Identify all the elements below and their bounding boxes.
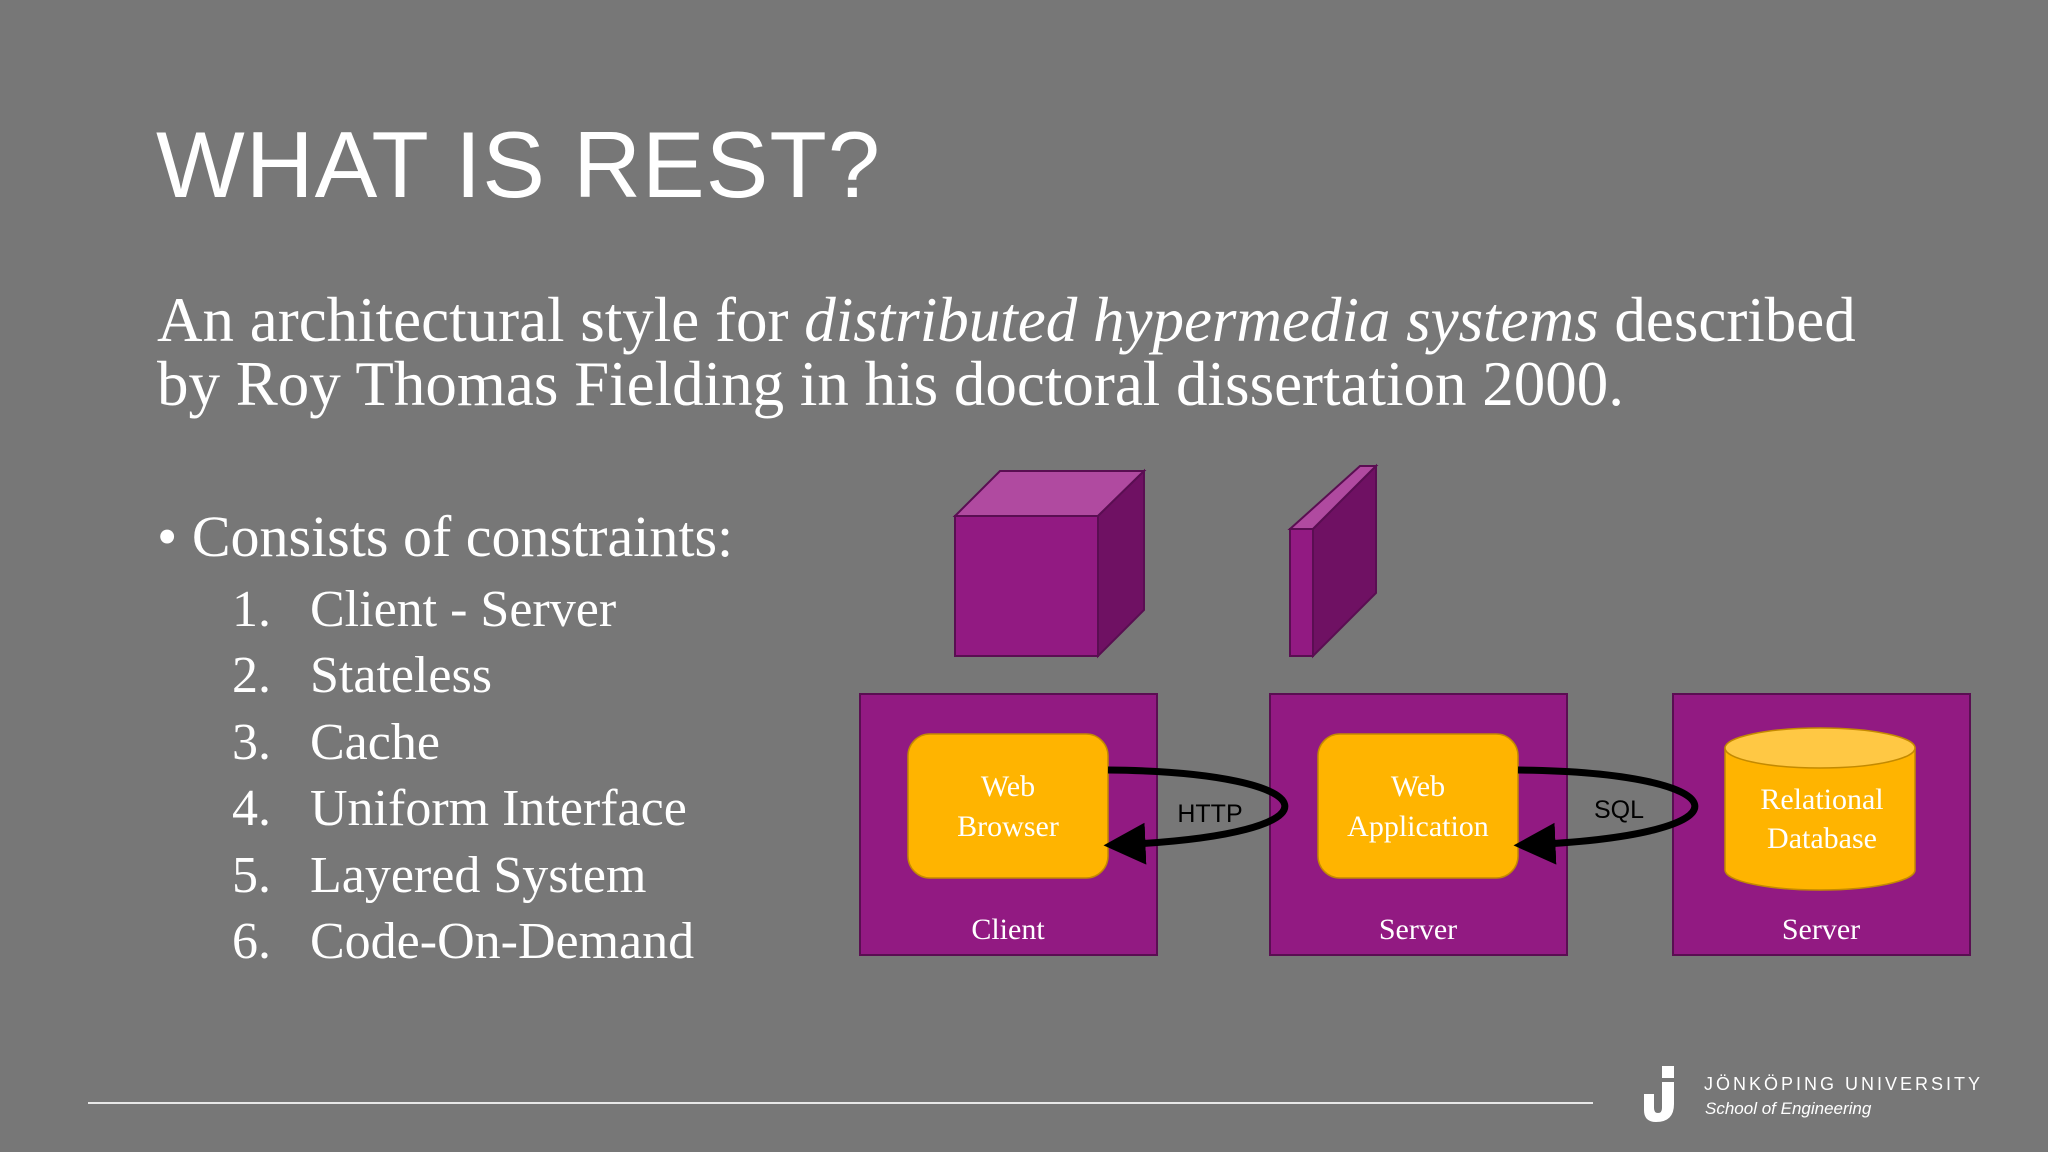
university-logo-icon <box>1644 1066 1674 1122</box>
web-application-label-line1: Web <box>1391 770 1445 803</box>
slide-title: WHAT IS REST? <box>156 112 882 217</box>
school-name: School of Engineering <box>1705 1099 1872 1118</box>
intro-emphasis: distributed hypermedia systems <box>804 285 1599 355</box>
sql-query-arrow <box>1513 766 1699 865</box>
slab-side <box>1312 463 1377 659</box>
constraints-bullet: • Consists of constraints: <box>157 505 733 569</box>
intro-text-start: An architectural style for <box>157 285 805 355</box>
list-item: 5. Layered System <box>232 843 694 909</box>
list-item-label: Client - Server <box>310 581 617 638</box>
list-item: 3. Cache <box>232 710 694 776</box>
list-item-label: Cache <box>310 713 440 771</box>
intro-paragraph: An architectural style for distributed h… <box>157 288 1917 416</box>
bullet-text: Consists of constraints: <box>191 504 734 569</box>
list-item-number: 2. <box>232 647 271 705</box>
list-item-label: Code-On-Demand <box>310 912 695 970</box>
sql-label: SQL <box>1594 796 1644 824</box>
web-browser-label-line1: Web <box>981 770 1035 803</box>
list-item-label: Layered System <box>310 846 647 904</box>
db-server-tier-label: Server <box>1782 913 1860 946</box>
slab-front <box>1289 528 1314 657</box>
web-application-label-line2: Application <box>1347 810 1489 843</box>
constraints-list: 1. Client - Server 2. Stateless 3. Cache 4.… <box>232 577 694 975</box>
database-cylinder <box>1724 727 1916 891</box>
list-item-label: Stateless <box>310 647 492 705</box>
intro-text-end: described by Roy Thomas Fielding in his … <box>157 285 1856 419</box>
list-item: 2. Stateless <box>232 643 694 709</box>
http-label: HTTP <box>1177 800 1242 828</box>
database-label-line2: Database <box>1767 822 1877 855</box>
list-item-number: 1. <box>232 581 271 638</box>
database-label-line1: Relational <box>1760 783 1883 816</box>
web-browser-box <box>907 733 1109 879</box>
bullet-marker: • <box>157 504 178 569</box>
list-item: 4. Uniform Interface <box>232 776 694 842</box>
cube-side <box>1097 468 1145 659</box>
university-name: JÖNKÖPING UNIVERSITY <box>1704 1074 1984 1094</box>
list-item: 1. Client - Server <box>232 577 694 643</box>
database-cylinder-body <box>1724 747 1916 891</box>
web-application-box <box>1317 733 1519 879</box>
footer-divider <box>88 1102 1593 1104</box>
list-item-number: 4. <box>232 780 271 838</box>
list-item-number: 5. <box>232 846 271 904</box>
list-item-label: Uniform Interface <box>310 780 687 838</box>
client-tier-label: Client <box>971 913 1045 946</box>
app-server-tier-label: Server <box>1379 913 1457 946</box>
list-item-number: 6. <box>232 912 271 970</box>
slab-shape <box>1287 463 1379 659</box>
list-item-number: 3. <box>232 713 271 771</box>
database-cylinder-top <box>1724 727 1916 769</box>
cube-front <box>954 515 1099 657</box>
list-item: 6. Code-On-Demand <box>232 909 694 975</box>
http-request-arrow <box>1103 766 1289 865</box>
web-browser-label-line2: Browser <box>957 810 1059 843</box>
cube-shape <box>952 468 1147 659</box>
